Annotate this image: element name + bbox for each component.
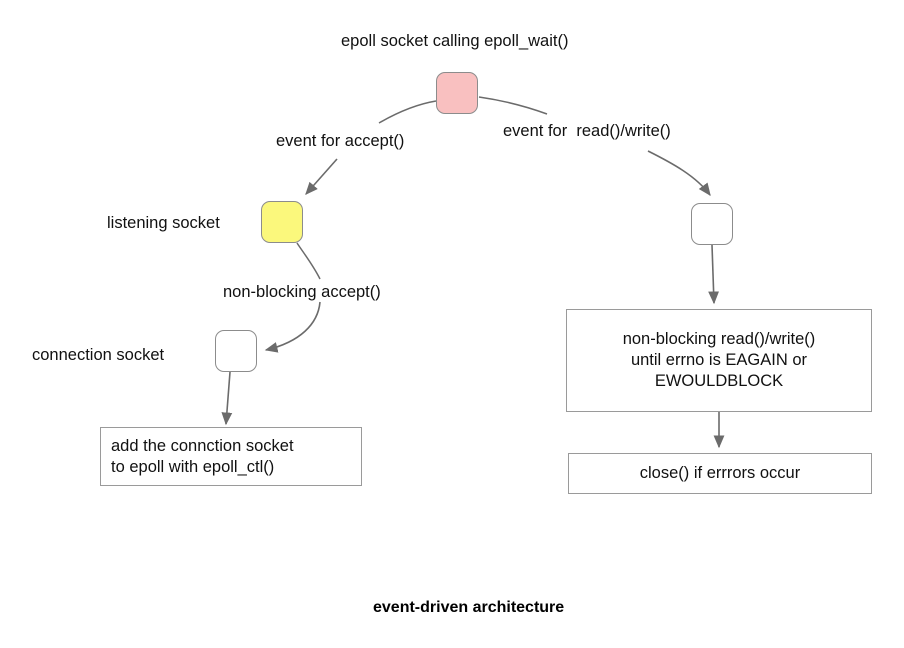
diagram-caption: event-driven architecture: [373, 599, 565, 616]
event-for-readwrite-label: event for read()/write(): [503, 122, 671, 140]
connection-socket-node[interactable]: [215, 330, 257, 372]
add-to-epoll-line-2: to epoll with epoll_ctl(): [111, 457, 275, 476]
close-on-errors-text: close() if errrors occur: [639, 464, 801, 482]
non-blocking-readwrite-box[interactable]: non-blocking read()/write() until errno …: [566, 309, 872, 412]
non-blocking-accept-label: non-blocking accept(): [223, 283, 381, 301]
non-blocking-readwrite-line-3: EWOULDBLOCK: [654, 372, 784, 390]
edge-accept-to-listening-socket: [305, 158, 338, 195]
epoll-socket-node[interactable]: [436, 72, 478, 114]
connection-socket-right-node[interactable]: [691, 203, 733, 245]
non-blocking-readwrite-text: non-blocking read()/write() until errno …: [623, 329, 816, 392]
edge-readwrite-to-socket: [647, 150, 711, 197]
listening-socket-node[interactable]: [261, 201, 303, 243]
add-to-epoll-text: add the connction socket to epoll with e…: [111, 436, 294, 478]
edge-listening-socket-to-accept-call: [296, 242, 321, 280]
add-to-epoll-box[interactable]: add the connction socket to epoll with e…: [100, 427, 362, 486]
event-for-accept-label: event for accept(): [276, 132, 405, 150]
edge-connection-socket-to-add-epoll: [221, 371, 233, 426]
non-blocking-readwrite-line-2: until errno is EAGAIN or: [630, 351, 808, 369]
edge-accept-call-to-connection-socket: [264, 301, 321, 353]
edge-socket-to-nonblocking-rw: [708, 244, 720, 305]
edge-epoll-to-readwrite-label: [478, 96, 548, 115]
non-blocking-readwrite-line-1: non-blocking read()/write(): [622, 330, 816, 348]
close-on-errors-box[interactable]: close() if errrors occur: [568, 453, 872, 494]
page-title: epoll socket calling epoll_wait(): [341, 32, 569, 50]
add-to-epoll-line-1: add the connction socket: [111, 436, 294, 455]
listening-socket-label: listening socket: [107, 214, 220, 232]
connection-socket-label: connection socket: [32, 346, 165, 364]
edge-epoll-to-accept-label: [378, 100, 437, 124]
